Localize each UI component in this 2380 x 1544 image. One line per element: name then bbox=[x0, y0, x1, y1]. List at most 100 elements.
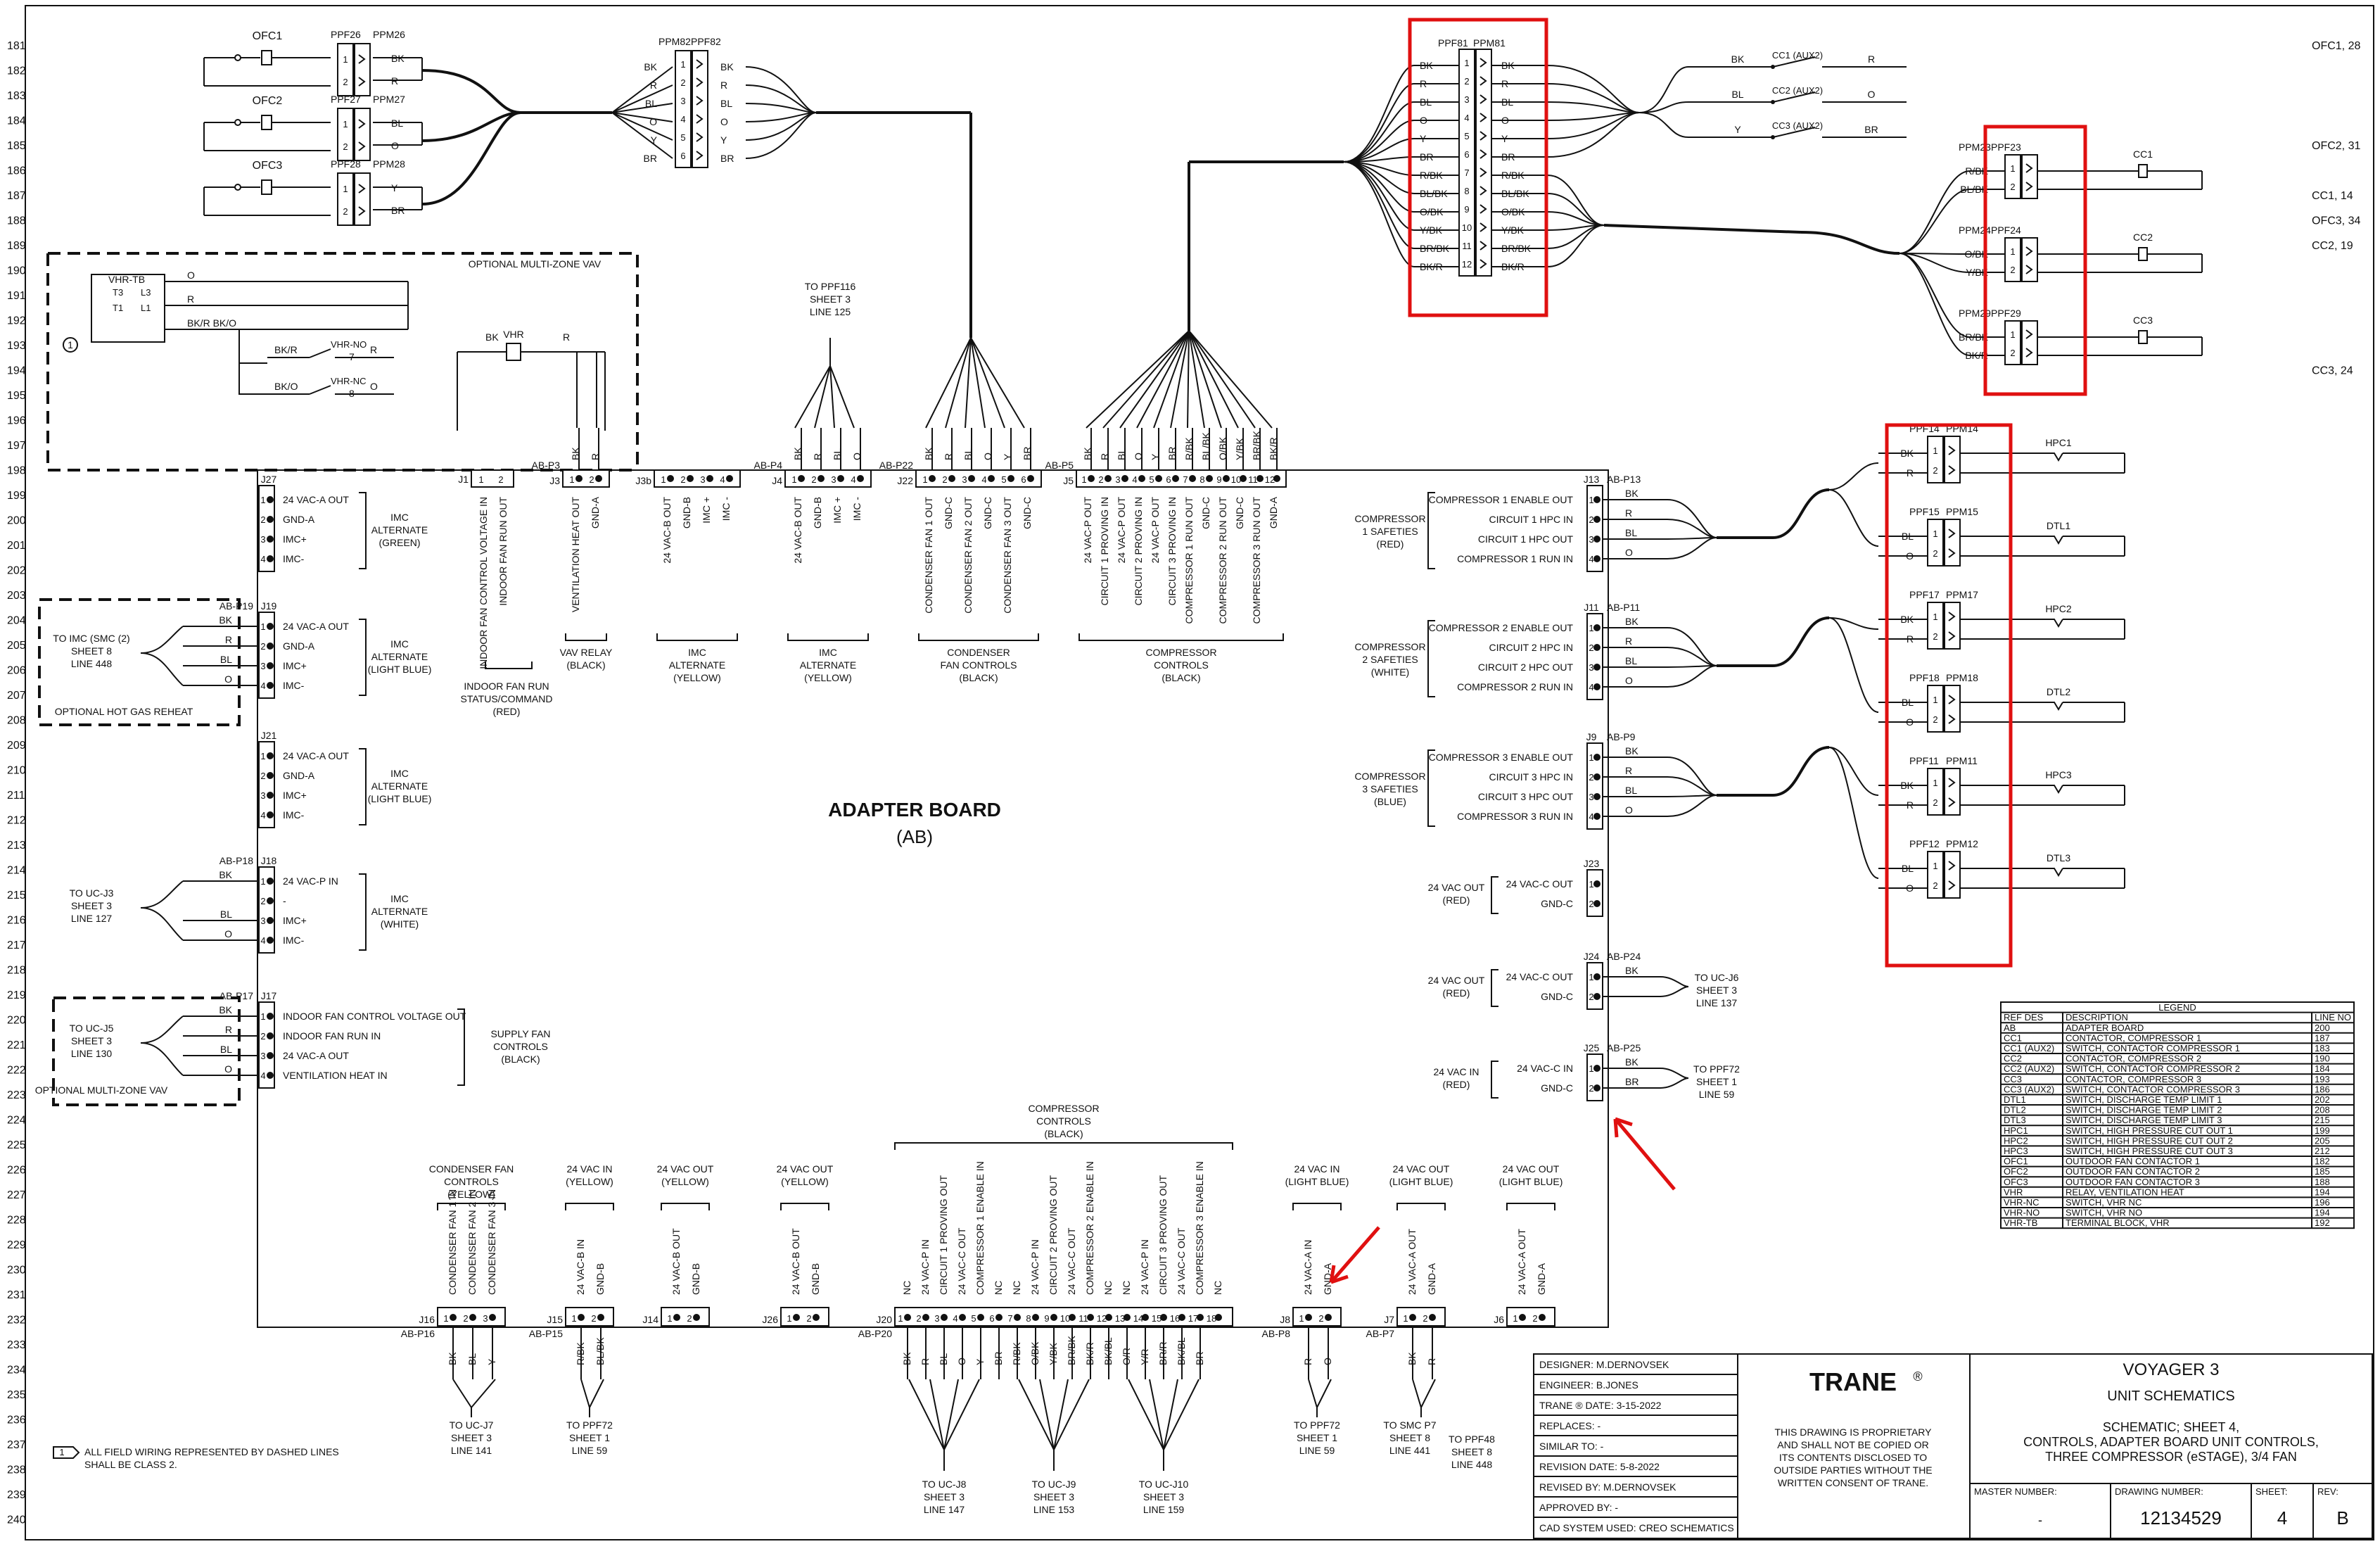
label-line: J15 bbox=[547, 1314, 563, 1325]
note-text: ALL FIELD WIRING REPRESENTED BY DASHED L… bbox=[84, 1446, 339, 1470]
fan-wire bbox=[970, 337, 1005, 429]
pin bbox=[1197, 1314, 1204, 1321]
label-line: VOYAGER 3 bbox=[2123, 1360, 2220, 1379]
label-line: 182 bbox=[7, 65, 26, 77]
safety-plug-female bbox=[1927, 851, 1944, 899]
signal-label: 24 VAC-B OUT bbox=[790, 1228, 801, 1295]
signal-label: IMC + bbox=[701, 497, 712, 524]
label-line: CIRCUIT 1 HPC IN bbox=[1489, 514, 1573, 525]
pin-number: 1 bbox=[569, 474, 574, 485]
cc-label: CC1 bbox=[2133, 148, 2153, 160]
label-line: 3 bbox=[700, 474, 705, 485]
label-line: BK bbox=[1625, 1056, 1638, 1068]
pin-number: 2 bbox=[1098, 474, 1103, 485]
label-line: 10 bbox=[1462, 222, 1472, 233]
row-number: 239 bbox=[7, 1489, 26, 1501]
label-line: 204 bbox=[7, 615, 26, 627]
wire-color: BK bbox=[219, 1004, 232, 1015]
legend-cell: 199 bbox=[2315, 1125, 2330, 1136]
label-line: 3 bbox=[831, 474, 836, 485]
label-line: SHEET 3 bbox=[451, 1432, 492, 1443]
row-number: 221 bbox=[7, 1039, 26, 1051]
label-line: 200 bbox=[7, 515, 26, 527]
pin bbox=[1273, 475, 1280, 482]
label-line: GND-C bbox=[982, 497, 993, 529]
signal-label: IMC - bbox=[720, 497, 732, 521]
label-line: J16 bbox=[419, 1314, 435, 1325]
wire-color: R bbox=[187, 293, 194, 305]
pin-number: 5 bbox=[680, 132, 685, 143]
label-line: CONDENSER FAN 3 OUT bbox=[1002, 497, 1013, 614]
label-line: HPC1 bbox=[2045, 437, 2072, 448]
title-field: REVISION DATE: 5-8-2022 bbox=[1539, 1461, 1660, 1472]
label-line: 4 bbox=[260, 554, 265, 564]
fan-wire bbox=[1667, 795, 1717, 817]
plug-label: PPF28 bbox=[331, 158, 361, 170]
row-number: 181 bbox=[7, 40, 26, 52]
label-line: J22 bbox=[897, 475, 913, 486]
wire-color: O bbox=[1133, 453, 1144, 460]
label-line: 3 bbox=[260, 916, 265, 926]
label-line: 2 bbox=[260, 896, 265, 906]
pin-number: 2 bbox=[260, 514, 265, 525]
ppm82-male bbox=[692, 50, 708, 168]
signal-label: IMC+ bbox=[283, 915, 307, 926]
label-line: 226 bbox=[7, 1165, 26, 1177]
fan-wire bbox=[1102, 330, 1190, 429]
fan-wire bbox=[140, 1015, 184, 1044]
pin-number: 1 bbox=[1589, 879, 1593, 890]
label-line: 24 VAC-P IN bbox=[1139, 1239, 1150, 1295]
label-line: 209 bbox=[7, 740, 26, 752]
fan-wire bbox=[1667, 665, 1717, 688]
connector-ab: AB-P9 bbox=[1607, 731, 1636, 742]
group-bracket bbox=[1396, 1203, 1446, 1210]
connector-J6 bbox=[1506, 1307, 1555, 1327]
label-line: J11 bbox=[1584, 602, 1599, 613]
label-line: L3 bbox=[141, 287, 151, 298]
label-line: 4 bbox=[1589, 554, 1593, 564]
label-line: GND-A bbox=[1426, 1263, 1437, 1295]
label-line: APPROVED BY: - bbox=[1539, 1502, 1618, 1513]
connector-id: J17 bbox=[261, 990, 277, 1001]
legend-cell: SWITCH, HIGH PRESSURE CUT OUT 3 bbox=[2066, 1146, 2233, 1156]
label-line: 5 bbox=[971, 1313, 976, 1324]
label-line: 1 bbox=[1589, 879, 1593, 890]
pin bbox=[1160, 1314, 1167, 1321]
label-line: 192 bbox=[2315, 1217, 2330, 1228]
label-line: 16 bbox=[1170, 1313, 1180, 1324]
signal-label: IMC- bbox=[283, 935, 305, 946]
label-line: GND-C bbox=[1022, 497, 1033, 529]
label-line: 1 bbox=[478, 474, 483, 485]
fan-wire bbox=[1119, 330, 1190, 429]
label-line: 1 bbox=[661, 474, 666, 485]
wire-color: BK/O bbox=[274, 381, 298, 392]
label-line: 24 VAC-B OUT bbox=[661, 497, 673, 564]
device-label: DTL3 bbox=[2047, 852, 2070, 863]
wire-color: O bbox=[224, 1063, 232, 1075]
wire-color: O bbox=[370, 381, 378, 392]
label-line: CONTROLS bbox=[1036, 1115, 1091, 1127]
label-line: 24 VAC-A OUT bbox=[283, 750, 349, 761]
label-line: OUTDOOR FAN CONTACTOR 2 bbox=[2066, 1166, 2200, 1177]
row-number: 191 bbox=[7, 290, 26, 302]
pin-number: 12 bbox=[1265, 474, 1275, 485]
signal-label: VENTILATION HEAT IN bbox=[283, 1070, 388, 1081]
pin-number: 11 bbox=[1248, 474, 1258, 485]
label-line: SHEET 8 bbox=[1389, 1432, 1430, 1443]
safety-plug-female bbox=[1927, 768, 1944, 816]
signal-label: COMPRESSOR 1 ENABLE OUT bbox=[1429, 494, 1574, 505]
label-line: TRANE bbox=[1809, 1367, 1897, 1396]
socket-label: PPF82 bbox=[691, 36, 721, 47]
label-line: 1 bbox=[1081, 474, 1086, 485]
title-field: SIMILAR TO: - bbox=[1539, 1441, 1604, 1452]
signal-label: 24 VAC-A OUT bbox=[283, 750, 349, 761]
label-line: 2 bbox=[260, 514, 265, 525]
signal-label: INDOOR FAN CONTROL VOLTAGE OUT bbox=[283, 1011, 466, 1022]
label-line: (LIGHT BLUE) bbox=[1499, 1176, 1563, 1187]
board-title: ADAPTER BOARD bbox=[828, 799, 1001, 821]
label-line: PPF26 bbox=[331, 29, 361, 40]
label-line: INDOOR FAN RUN bbox=[464, 681, 549, 692]
fan-wire bbox=[140, 1042, 184, 1076]
